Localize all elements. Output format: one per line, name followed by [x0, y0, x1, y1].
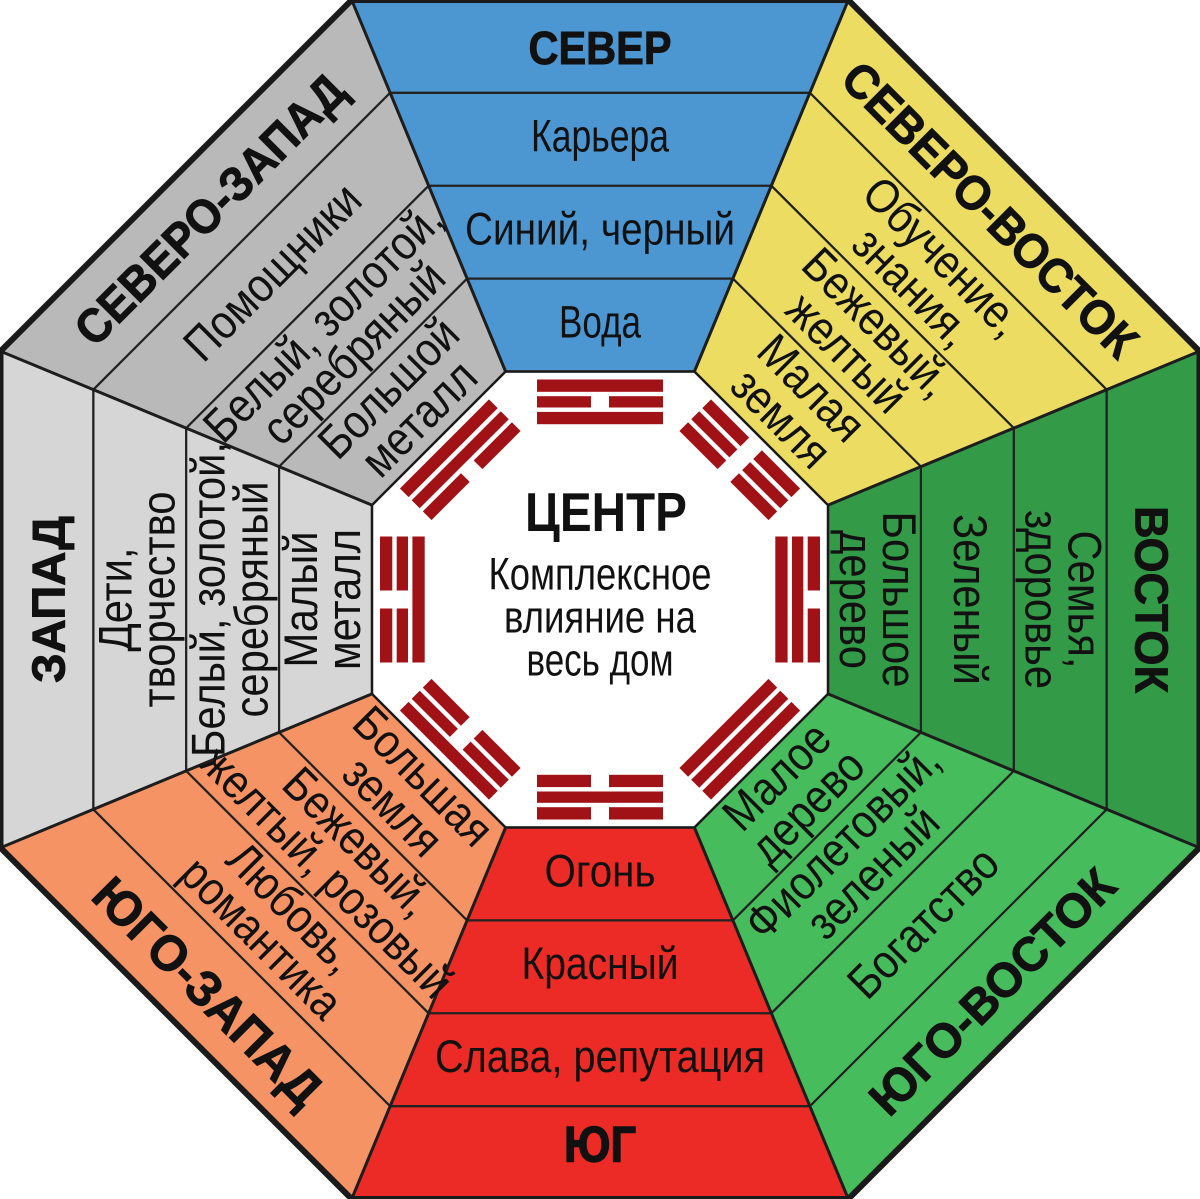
svg-text:Семья,: Семья, — [1058, 531, 1111, 669]
svg-text:Синий, черный: Синий, черный — [465, 204, 735, 255]
svg-text:Дети,: Дети, — [89, 548, 142, 652]
svg-text:дерево: дерево — [829, 530, 882, 669]
svg-text:влияние на: влияние на — [504, 592, 697, 643]
svg-text:Красный: Красный — [522, 938, 679, 989]
svg-text:весь дом: весь дом — [527, 635, 674, 686]
svg-text:ВОСТОК: ВОСТОК — [1126, 506, 1178, 694]
svg-text:Белый, золотой,: Белый, золотой, — [182, 442, 235, 757]
svg-text:Слава, репутация: Слава, репутация — [435, 1031, 765, 1082]
svg-text:Зеленый: Зеленый — [943, 514, 996, 685]
svg-text:ЗАПАД: ЗАПАД — [22, 516, 74, 683]
svg-text:СЕВЕР: СЕВЕР — [529, 22, 672, 74]
svg-text:Большое: Большое — [872, 512, 925, 688]
svg-text:творчество: творчество — [132, 492, 185, 708]
svg-text:металл: металл — [318, 529, 371, 670]
svg-text:Карьера: Карьера — [531, 111, 670, 162]
svg-text:здоровье: здоровье — [1015, 510, 1068, 689]
svg-text:серебряный: серебряный — [225, 482, 278, 718]
svg-text:Комплексное: Комплексное — [489, 549, 712, 600]
svg-text:Огонь: Огонь — [545, 845, 656, 896]
svg-text:ЦЕНТР: ЦЕНТР — [525, 481, 687, 543]
svg-text:ЮГ: ЮГ — [564, 1117, 636, 1173]
svg-text:Малый: Малый — [275, 532, 328, 668]
svg-text:Вода: Вода — [559, 296, 642, 347]
